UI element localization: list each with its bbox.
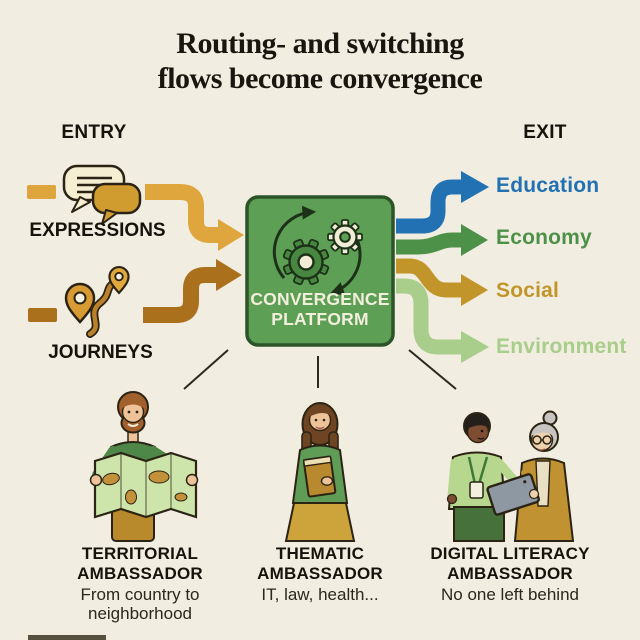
exit-arrow-economy: [396, 224, 488, 256]
exit-heading: EXIT: [523, 122, 567, 143]
thematic-ambassador-subtitle: IT, law, health...: [261, 585, 379, 604]
exit-arrow-education: [396, 171, 489, 234]
gears-cycle-icon: [272, 205, 363, 296]
thematic-ambassador-illustration: [284, 402, 356, 542]
connector-line-digital: [408, 349, 457, 390]
territorial-title-line1: TERRITORIAL: [81, 544, 199, 563]
small-gear: [327, 219, 363, 255]
expressions-label: EXPRESSIONS: [29, 220, 166, 241]
expressions-entry-stub: [27, 185, 56, 199]
page-title-line2: flows become convergence: [157, 62, 483, 95]
digital-literacy-ambassador-title: DIGITAL LITERACY AMBASSADOR: [415, 544, 605, 584]
digital-title-line1: DIGITAL LITERACY: [430, 544, 590, 563]
journeys-label: JOURNEYS: [48, 342, 153, 363]
tablet: [486, 473, 540, 516]
big-gear: [282, 238, 330, 286]
thematic-title-line1: THEMATIC: [275, 544, 365, 563]
exit-arrow-environment: [396, 278, 489, 363]
territorial-ambassador-subtitle: From country to neighborhood: [80, 585, 200, 623]
platform-label-line2: PLATFORM: [271, 309, 369, 329]
thematic-title-line2: AMBASSADOR: [257, 564, 383, 583]
map-route-icon: [64, 266, 130, 338]
territorial-title-line2: AMBASSADOR: [77, 564, 203, 583]
entry-arrow-expressions: [145, 184, 244, 251]
platform-label-line1: CONVERGENCE: [250, 289, 390, 309]
territorial-ambassador-illustration: [89, 391, 199, 542]
digital-literacy-ambassador-illustration: [446, 410, 575, 542]
bottom-edge-strip: [28, 635, 106, 640]
convergence-platform-label: CONVERGENCE PLATFORM: [247, 289, 393, 329]
page-title: Routing- and switching flows become conv…: [0, 26, 640, 96]
page-title-line1: Routing- and switching: [176, 27, 464, 60]
chat-bubbles-icon: [62, 164, 142, 225]
connector-line-territorial: [183, 349, 229, 390]
thematic-ambassador-title: THEMATIC AMBASSADOR: [230, 544, 410, 584]
territorial-ambassador-title: TERRITORIAL AMBASSADOR: [50, 544, 230, 584]
journeys-entry-stub: [28, 308, 57, 322]
digital-title-line2: AMBASSADOR: [447, 564, 573, 583]
digital-literacy-ambassador-subtitle: No one left behind: [441, 585, 579, 604]
entry-arrow-journeys: [143, 259, 242, 323]
entry-heading: ENTRY: [61, 122, 127, 143]
exit-label-education: Education: [496, 174, 600, 197]
exit-label-economy: Economy: [496, 226, 592, 249]
exit-label-environment: Environment: [496, 335, 627, 358]
exit-arrow-social: [396, 258, 488, 306]
exit-label-social: Social: [496, 279, 560, 302]
